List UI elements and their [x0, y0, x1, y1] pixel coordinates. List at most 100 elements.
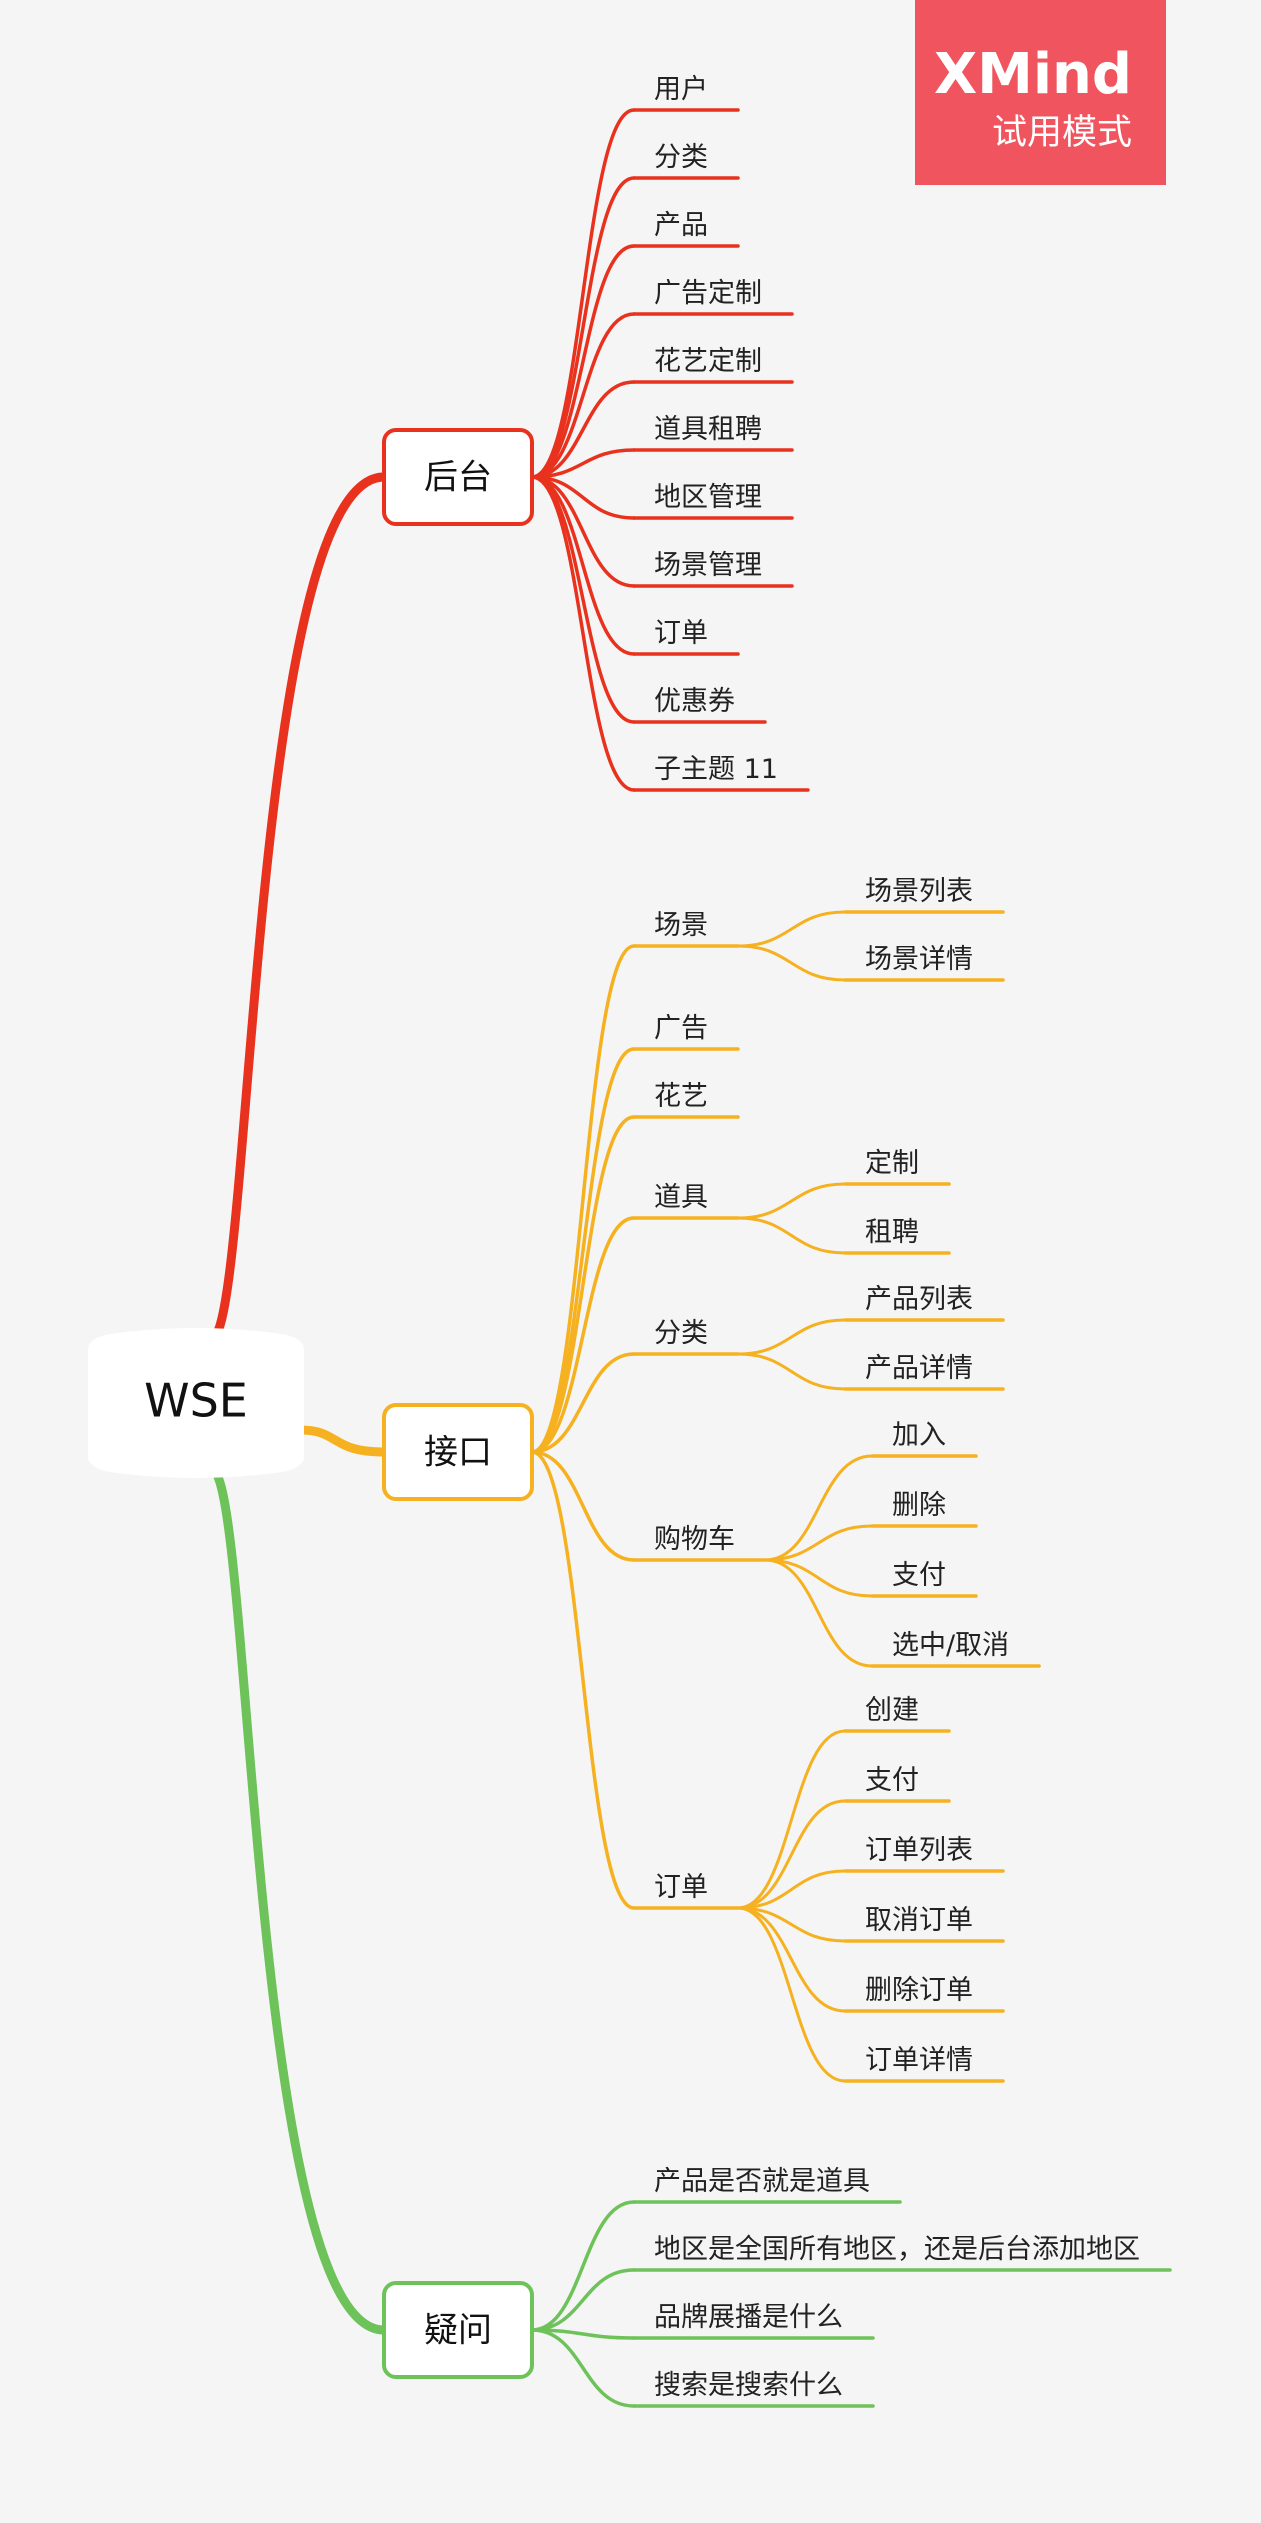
subtopic-questions[interactable]: 产品是否就是道具	[632, 2166, 902, 2204]
subtopic-leaf-label: 租聘	[865, 1217, 919, 1248]
connector-line	[530, 475, 636, 724]
subtopic-leaf[interactable]: 订单详情	[843, 2045, 1005, 2083]
subtopic-questions[interactable]: 品牌展播是什么	[632, 2302, 875, 2340]
subtopic-leaf-label: 取消订单	[865, 1905, 973, 1936]
subtopic-leaf-label: 定制	[865, 1148, 919, 1179]
subtopic-api[interactable]: 购物车	[632, 1524, 767, 1562]
subtopic-leaf-label: 删除	[892, 1490, 946, 1521]
subtopic-questions-label: 搜索是搜索什么	[654, 2370, 843, 2401]
subtopic-leaf-label: 支付	[892, 1560, 946, 1591]
connector-line	[736, 910, 847, 948]
branch-topic-box	[382, 428, 534, 526]
subtopic-api[interactable]: 分类	[632, 1318, 740, 1356]
subtopic-backend-label: 优惠券	[654, 686, 735, 717]
branch-connector	[207, 472, 389, 1343]
subtopic-backend[interactable]: 分类	[632, 142, 740, 180]
subtopic-leaf[interactable]: 创建	[843, 1695, 951, 1733]
subtopic-questions[interactable]: 搜索是搜索什么	[632, 2370, 875, 2408]
connector-line	[530, 380, 636, 479]
connector-line	[736, 1906, 847, 1943]
connector-line	[530, 944, 636, 1454]
subtopic-backend[interactable]: 广告定制	[632, 278, 794, 316]
subtopic-api[interactable]: 花艺	[632, 1081, 740, 1119]
subtopic-leaf-label: 产品详情	[865, 1353, 973, 1384]
subtopic-api-label: 广告	[654, 1013, 708, 1044]
subtopic-backend-label: 子主题 11	[654, 754, 778, 785]
subtopic-leaf[interactable]: 定制	[843, 1148, 951, 1186]
connector-line	[763, 1454, 874, 1562]
subtopic-leaf-label: 创建	[865, 1695, 919, 1726]
subtopic-backend-label: 订单	[654, 618, 708, 649]
subtopic-backend-label: 产品	[654, 210, 708, 241]
subtopic-leaf-label: 订单详情	[865, 2045, 973, 2076]
branch-topic-label: 后台	[424, 458, 492, 498]
subtopic-leaf[interactable]: 产品列表	[843, 1284, 1005, 1322]
subtopic-leaf[interactable]: 支付	[843, 1765, 951, 1803]
connector-line	[530, 312, 636, 479]
subtopic-leaf[interactable]: 删除订单	[843, 1975, 1005, 2013]
connector-line	[736, 1352, 847, 1391]
subtopic-api[interactable]: 道具	[632, 1182, 740, 1220]
connector-line	[530, 475, 636, 792]
subtopic-questions-label: 产品是否就是道具	[654, 2166, 870, 2197]
subtopic-backend[interactable]: 地区管理	[632, 482, 794, 520]
branch-topic-api[interactable]: 接口	[382, 1403, 534, 1501]
subtopic-backend[interactable]: 场景管理	[632, 550, 794, 588]
connector-line	[530, 1450, 636, 1562]
subtopic-backend[interactable]: 优惠券	[632, 686, 767, 724]
subtopic-leaf[interactable]: 场景列表	[843, 876, 1005, 914]
subtopic-leaf[interactable]: 取消订单	[843, 1905, 1005, 1943]
branch-topic-box	[382, 2281, 534, 2379]
watermark-subtitle: 试用模式	[992, 113, 1132, 153]
subtopic-backend-label: 分类	[654, 142, 708, 173]
subtopic-leaf[interactable]: 选中/取消	[870, 1630, 1041, 1668]
subtopic-leaf[interactable]: 租聘	[843, 1217, 951, 1255]
subtopic-leaf[interactable]: 场景详情	[843, 944, 1005, 982]
branch-topic-label: 接口	[424, 1433, 492, 1473]
subtopic-leaf[interactable]: 订单列表	[843, 1835, 1005, 1873]
connector-line	[530, 475, 636, 656]
connector-line	[736, 1869, 847, 1910]
subtopic-api[interactable]: 订单	[632, 1872, 740, 1910]
connector-line	[736, 1216, 847, 1255]
connector-line	[530, 475, 636, 588]
connector-line	[530, 2200, 636, 2332]
subtopic-leaf[interactable]: 支付	[870, 1560, 978, 1598]
subtopic-backend[interactable]: 道具租聘	[632, 414, 794, 452]
connector-line	[763, 1558, 874, 1668]
subtopic-api[interactable]: 广告	[632, 1013, 740, 1051]
subtopic-backend-label: 道具租聘	[654, 414, 762, 445]
branch-topic-backend[interactable]: 后台	[382, 428, 534, 526]
subtopic-backend[interactable]: 子主题 11	[632, 754, 810, 792]
connector-line	[530, 475, 636, 520]
subtopic-leaf-label: 产品列表	[865, 1284, 973, 1315]
root-topic[interactable]: WSE	[88, 1328, 304, 1478]
subtopic-leaf[interactable]: 加入	[870, 1420, 978, 1458]
subtopic-api-label: 订单	[654, 1872, 708, 1903]
subtopic-questions[interactable]: 地区是全国所有地区，还是后台添加地区	[632, 2234, 1172, 2272]
subtopic-leaf[interactable]: 产品详情	[843, 1353, 1005, 1391]
subtopic-backend[interactable]: 花艺定制	[632, 346, 794, 384]
connector-line	[530, 1047, 636, 1454]
branch-topic-label: 疑问	[424, 2311, 492, 2351]
connector-line	[736, 1906, 847, 2083]
subtopic-api[interactable]: 场景	[632, 910, 740, 948]
subtopic-backend[interactable]: 产品	[632, 210, 740, 248]
connector-line	[530, 1352, 636, 1454]
subtopic-backend[interactable]: 用户	[632, 74, 740, 112]
connector-line	[530, 244, 636, 479]
subtopic-leaf[interactable]: 删除	[870, 1490, 978, 1528]
subtopic-backend-label: 花艺定制	[654, 346, 762, 377]
subtopic-leaf-label: 支付	[865, 1765, 919, 1796]
subtopic-backend-label: 地区管理	[654, 482, 762, 513]
subtopic-questions-label: 品牌展播是什么	[654, 2302, 843, 2333]
subtopic-leaf-label: 场景列表	[865, 876, 973, 907]
subtopic-backend[interactable]: 订单	[632, 618, 740, 656]
branch-topic-questions[interactable]: 疑问	[382, 2281, 534, 2379]
connector-line	[736, 944, 847, 982]
connector-line	[530, 2328, 636, 2408]
connector-line	[763, 1558, 874, 1598]
subtopic-api-label: 道具	[654, 1182, 708, 1213]
subtopic-api-label: 购物车	[654, 1524, 735, 1555]
